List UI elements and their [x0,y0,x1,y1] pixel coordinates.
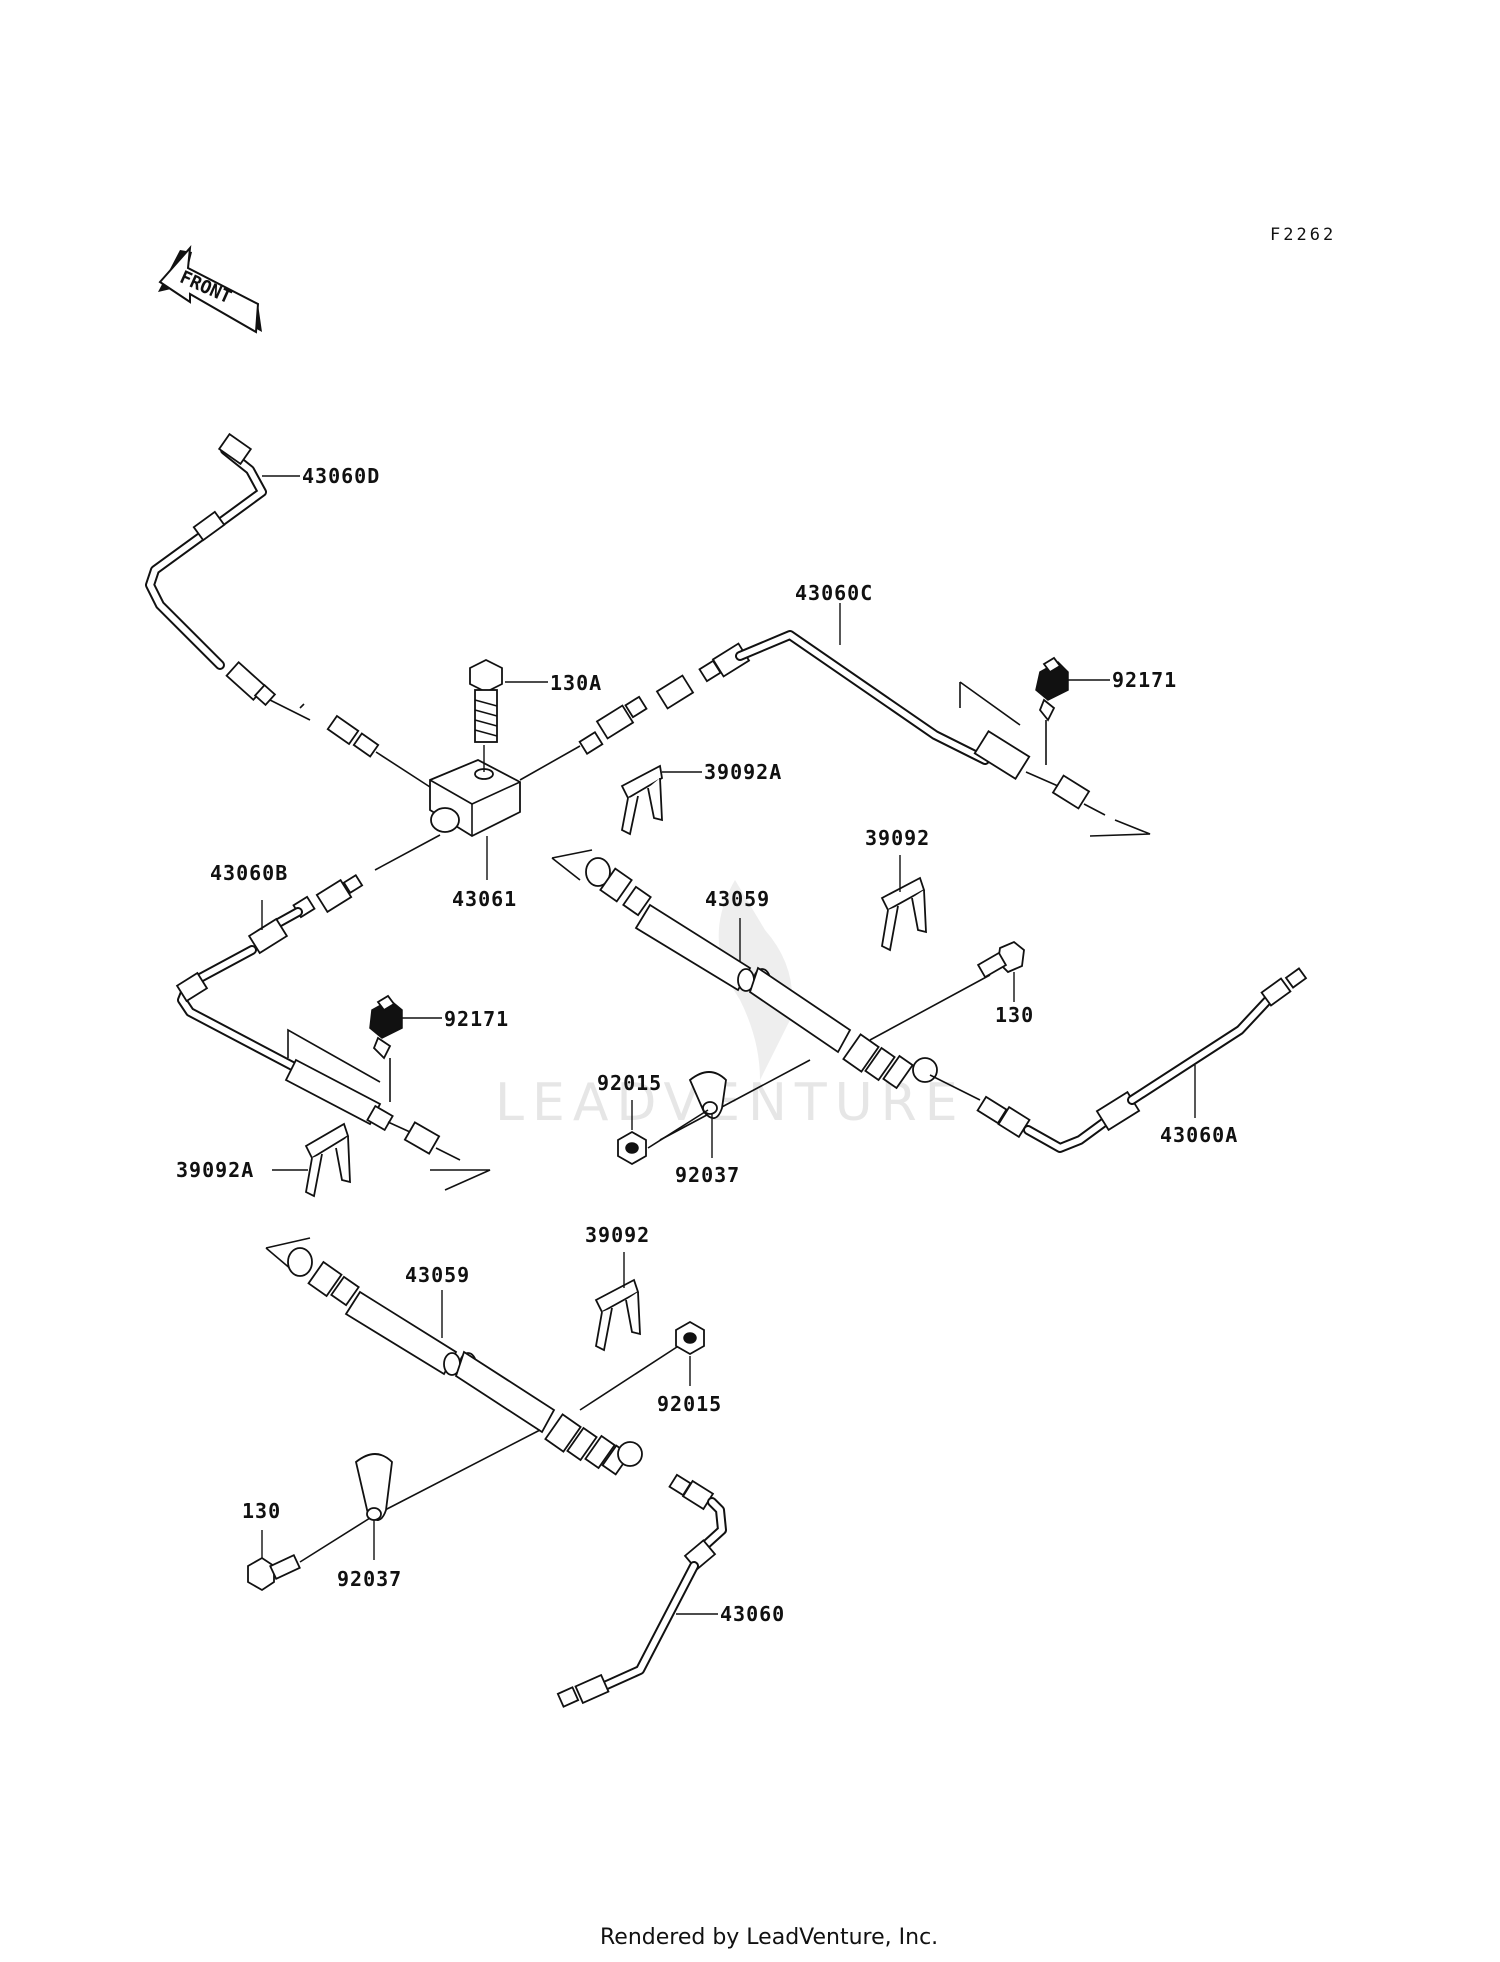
label-43060B[interactable]: 43060B [210,861,288,885]
footer-credit: Rendered by LeadVenture, Inc. [600,1925,938,1950]
clip-92171-top[interactable] [1035,656,1069,765]
label-92015-mid[interactable]: 92015 [597,1071,662,1095]
label-130-right[interactable]: 130 [995,1003,1034,1027]
nut-92015-mid[interactable] [617,1130,647,1166]
label-92171-top[interactable]: 92171 [1112,668,1177,692]
bolt-130-right[interactable] [976,940,1025,979]
brake-union-43061[interactable] [429,759,521,838]
front-arrow-icon: FRONT [158,245,262,334]
label-39092-bottom[interactable]: 39092 [585,1223,650,1247]
brake-hose-43060B[interactable] [175,834,491,1191]
brake-hose-43060D[interactable] [145,432,431,788]
label-92037-mid[interactable]: 92037 [675,1163,740,1187]
bolt-130A[interactable] [469,658,503,743]
diagram-code: F2262 [1270,225,1336,245]
brake-hose-43060[interactable] [556,1473,727,1708]
nut-92015-bottom[interactable] [675,1320,705,1356]
brake-hose-43060A[interactable] [976,967,1308,1153]
clamp-92037-bottom[interactable] [299,1453,393,1563]
brake-hose-43059-top[interactable] [551,849,991,1141]
brake-hose-43060C[interactable] [519,630,1151,837]
label-130A[interactable]: 130A [550,671,602,695]
label-43060D[interactable]: 43060D [302,464,380,488]
label-39092A-bottom[interactable]: 39092A [176,1158,254,1182]
clip-39092-bottom[interactable] [594,1278,641,1352]
label-39092A-top[interactable]: 39092A [704,760,782,784]
label-43059-top[interactable]: 43059 [705,887,770,911]
label-92171-mid[interactable]: 92171 [444,1007,509,1031]
label-43060[interactable]: 43060 [720,1602,785,1626]
label-43059-bottom[interactable]: 43059 [405,1263,470,1287]
label-92037-bottom[interactable]: 92037 [337,1567,402,1591]
label-130-left[interactable]: 130 [242,1499,281,1523]
label-43060C[interactable]: 43060C [795,581,873,605]
clip-39092A-bottom[interactable] [304,1122,351,1198]
label-43060A[interactable]: 43060A [1160,1123,1238,1147]
clamp-92037-mid[interactable] [647,1071,727,1149]
label-39092-top[interactable]: 39092 [865,826,930,850]
clip-39092-top[interactable] [880,876,927,952]
label-92015-bottom[interactable]: 92015 [657,1392,722,1416]
bolt-130-left[interactable] [247,1553,301,1592]
clip-39092A-top[interactable] [620,764,663,836]
label-43061[interactable]: 43061 [452,887,517,911]
brake-hose-43059-bottom[interactable] [265,1237,681,1511]
clip-92171-mid[interactable] [369,994,403,1102]
